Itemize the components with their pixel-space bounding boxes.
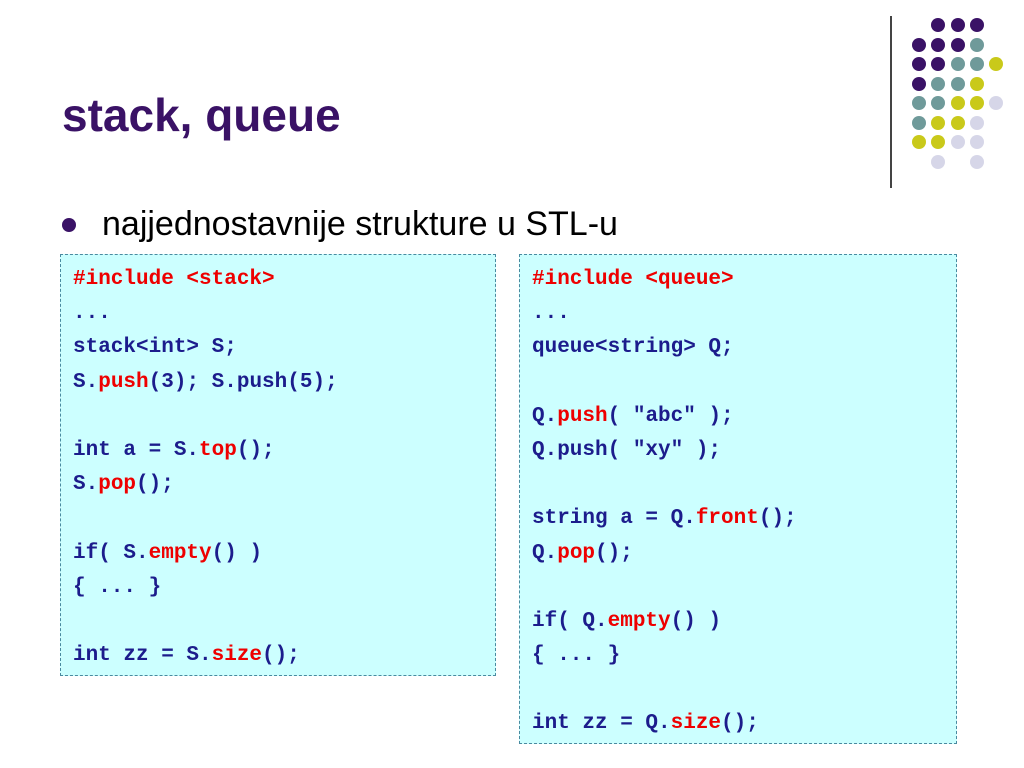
code-line: S.pop(); <box>73 473 174 497</box>
code-line: if( S.empty() ) <box>73 541 263 565</box>
decorative-dot <box>912 135 926 149</box>
decorative-dot <box>969 96 984 110</box>
code-keyword: front <box>695 507 759 531</box>
code-blank-line <box>532 673 956 707</box>
decorative-dot <box>931 76 946 91</box>
decorative-divider <box>890 16 892 188</box>
decorative-dot <box>931 135 946 149</box>
code-line: queue<string> Q; <box>532 336 734 360</box>
queue-code-block: #include <queue> ... queue<string> Q; Q.… <box>519 254 957 744</box>
code-line: S.push(3); S.push(5); <box>73 370 338 394</box>
decorative-dot <box>950 57 965 71</box>
code-line: int a = S.top(); <box>73 438 275 462</box>
decorative-dot <box>969 37 984 52</box>
decorative-dot <box>931 18 946 32</box>
decorative-dot <box>912 76 926 91</box>
code-line: Q.push( "abc" ); <box>532 404 734 428</box>
decorative-dot <box>950 115 965 130</box>
code-keyword: pop <box>98 473 137 497</box>
code-line: { ... } <box>73 575 162 599</box>
decorative-dot <box>969 57 984 71</box>
code-keyword: pop <box>557 541 596 565</box>
code-blank-line <box>532 468 956 502</box>
decorative-dot <box>931 154 946 169</box>
bullet-item: najjednostavnije strukture u STL-u <box>62 205 618 244</box>
decorative-dot <box>931 37 946 52</box>
decorative-dot <box>969 18 984 32</box>
code-keyword: top <box>199 438 237 462</box>
code-line: #include <stack> <box>73 268 275 291</box>
code-line: stack<int> S; <box>73 336 237 360</box>
bullet-text: najjednostavnije strukture u STL-u <box>102 205 618 243</box>
bullet-icon <box>62 217 76 232</box>
decorative-dot <box>912 57 926 71</box>
code-line: Q.push( "xy" ); <box>532 438 722 462</box>
decorative-dot <box>931 57 946 71</box>
decorative-dot <box>931 115 946 130</box>
code-keyword: size <box>670 712 722 736</box>
decorative-dot <box>950 96 965 110</box>
decorative-dot <box>989 57 1004 71</box>
decorative-dot <box>989 96 1004 110</box>
stack-code-block: #include <stack> ... stack<int> S; S.pus… <box>60 254 496 676</box>
code-blank-line <box>73 502 495 536</box>
code-line: int zz = Q.size(); <box>532 712 759 736</box>
decorative-dot <box>931 96 946 110</box>
code-blank-line <box>73 400 495 434</box>
code-line: ... <box>532 302 570 326</box>
decorative-dot <box>969 76 984 91</box>
decorative-dot <box>912 115 926 130</box>
code-blank-line <box>532 571 956 605</box>
code-keyword: empty <box>148 541 212 565</box>
code-keyword: size <box>211 644 263 668</box>
decorative-dot <box>950 135 965 149</box>
code-line: if( Q.empty() ) <box>532 609 722 633</box>
decorative-dot <box>969 115 984 130</box>
decorative-dot <box>950 18 965 32</box>
code-line: { ... } <box>532 644 621 668</box>
code-blank-line <box>73 605 495 639</box>
decorative-dot <box>912 37 926 52</box>
code-line: #include <queue> <box>532 268 734 291</box>
code-line: string a = Q.front(); <box>532 507 797 531</box>
code-line: ... <box>73 302 111 326</box>
code-blank-line <box>532 366 956 400</box>
decorative-dot <box>950 76 965 91</box>
code-keyword: empty <box>607 609 671 633</box>
decorative-dot <box>950 37 965 52</box>
slide-title: stack, queue <box>62 89 341 141</box>
code-keyword: push <box>557 404 608 428</box>
decorative-dot <box>969 154 984 169</box>
decorative-dot <box>912 96 926 110</box>
code-keyword: push <box>98 370 149 394</box>
code-line: int zz = S.size(); <box>73 644 300 668</box>
decorative-dot <box>969 135 984 149</box>
code-line: Q.pop(); <box>532 541 633 565</box>
